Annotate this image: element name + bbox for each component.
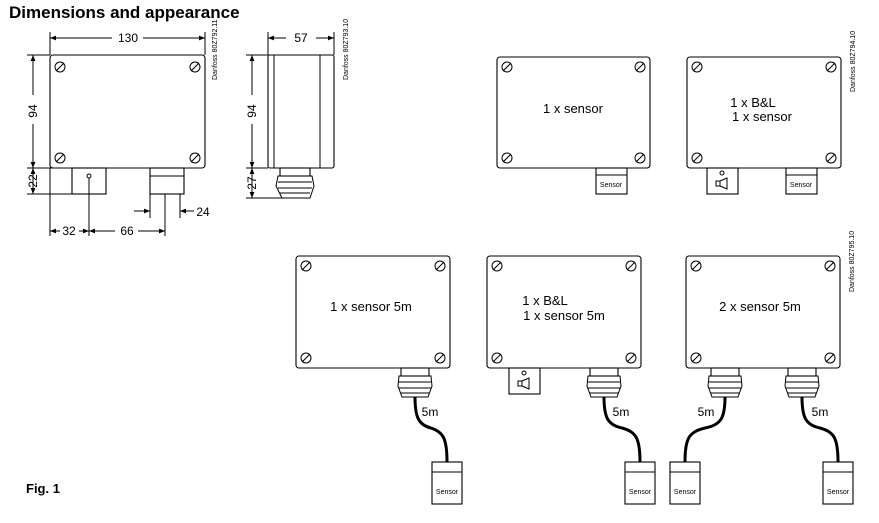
dim-left-offset: 32 bbox=[62, 224, 76, 238]
screw-icon bbox=[824, 352, 836, 364]
screw-icon bbox=[501, 61, 513, 73]
box-label: 2 x sensor 5m bbox=[719, 299, 801, 314]
figure-caption: Fig. 1 bbox=[26, 481, 60, 496]
sensor-label: Sensor bbox=[790, 182, 813, 189]
cable-assembly: Sensor 5m bbox=[586, 367, 656, 505]
module-bl-sensor: 1 x B&L 1 x sensor Sensor Danfoss 80Z794… bbox=[686, 31, 857, 195]
screw-icon bbox=[634, 61, 646, 73]
cable-length-label: 5m bbox=[422, 405, 439, 419]
screw-icon bbox=[825, 61, 837, 73]
dim-front-height: 94 bbox=[26, 104, 40, 118]
module-bl-sensor-5m: 1 x B&L 1 x sensor 5m bbox=[486, 255, 642, 395]
dim-side-depth: 57 bbox=[294, 31, 308, 45]
dim-gland-height: 22 bbox=[26, 174, 40, 188]
sensor-label: Sensor bbox=[600, 182, 623, 189]
screw-icon bbox=[491, 352, 503, 364]
screw-icon bbox=[690, 260, 702, 272]
cable-length-label: 5m bbox=[613, 405, 630, 419]
box-label: 1 x B&L bbox=[730, 95, 776, 110]
screw-icon bbox=[300, 352, 312, 364]
horn-icon bbox=[715, 177, 728, 190]
screw-icon bbox=[824, 260, 836, 272]
horn-icon bbox=[517, 377, 530, 390]
drawing-code: Danfoss 80Z793.10 bbox=[343, 19, 350, 80]
front-view: 130 94 22 24 32 66 Danfoss 80Z792.11 bbox=[26, 19, 219, 238]
cable-assembly: Sensor 5m bbox=[397, 367, 463, 505]
sensor-label: Sensor bbox=[827, 489, 850, 496]
screw-icon bbox=[54, 152, 66, 164]
screw-icon bbox=[189, 152, 201, 164]
screw-icon bbox=[625, 260, 637, 272]
drawing-code: Danfoss 80Z795.10 bbox=[849, 231, 856, 292]
cable-assembly: Sensor 5m bbox=[669, 367, 743, 505]
sensor-label: Sensor bbox=[674, 489, 697, 496]
dim-gland-width: 24 bbox=[196, 205, 210, 219]
cable-assembly: Sensor 5m bbox=[784, 367, 854, 505]
dim-side-height: 94 bbox=[245, 104, 259, 118]
screw-icon bbox=[189, 61, 201, 73]
module-1-sensor: 1 x sensor Sensor bbox=[496, 56, 651, 195]
drawing-code: Danfoss 80Z794.10 bbox=[850, 31, 857, 92]
box-label: 1 x B&L bbox=[522, 293, 568, 308]
drawing-code: Danfoss 80Z792.11 bbox=[212, 19, 219, 80]
module-2-sensor-5m: 2 x sensor 5m Danfoss 80Z795.10 bbox=[685, 231, 856, 369]
box-label: 1 x sensor 5m bbox=[523, 308, 605, 323]
box-label: 1 x sensor bbox=[543, 101, 604, 116]
cable-length-label: 5m bbox=[698, 405, 715, 419]
side-view: 57 94 27 Danfoss 80Z793.10 bbox=[245, 19, 350, 199]
screw-icon bbox=[825, 152, 837, 164]
screw-icon bbox=[501, 152, 513, 164]
dim-gland-spacing: 66 bbox=[120, 224, 134, 238]
sensor-label: Sensor bbox=[629, 489, 652, 496]
screw-icon bbox=[434, 352, 446, 364]
screw-icon bbox=[300, 260, 312, 272]
module-1-sensor-5m: 1 x sensor 5m bbox=[295, 255, 451, 369]
sensor-label: Sensor bbox=[436, 489, 459, 496]
dim-side-gland-height: 27 bbox=[245, 176, 259, 190]
page-heading: Dimensions and appearance bbox=[9, 3, 240, 22]
dim-front-width: 130 bbox=[118, 31, 138, 45]
box-label: 1 x sensor bbox=[732, 109, 793, 124]
box-label: 1 x sensor 5m bbox=[330, 299, 412, 314]
screw-icon bbox=[434, 260, 446, 272]
screw-icon bbox=[690, 352, 702, 364]
screw-icon bbox=[625, 352, 637, 364]
cable-length-label: 5m bbox=[812, 405, 829, 419]
screw-icon bbox=[54, 61, 66, 73]
screw-icon bbox=[691, 152, 703, 164]
screw-icon bbox=[691, 61, 703, 73]
screw-icon bbox=[634, 152, 646, 164]
screw-icon bbox=[491, 260, 503, 272]
